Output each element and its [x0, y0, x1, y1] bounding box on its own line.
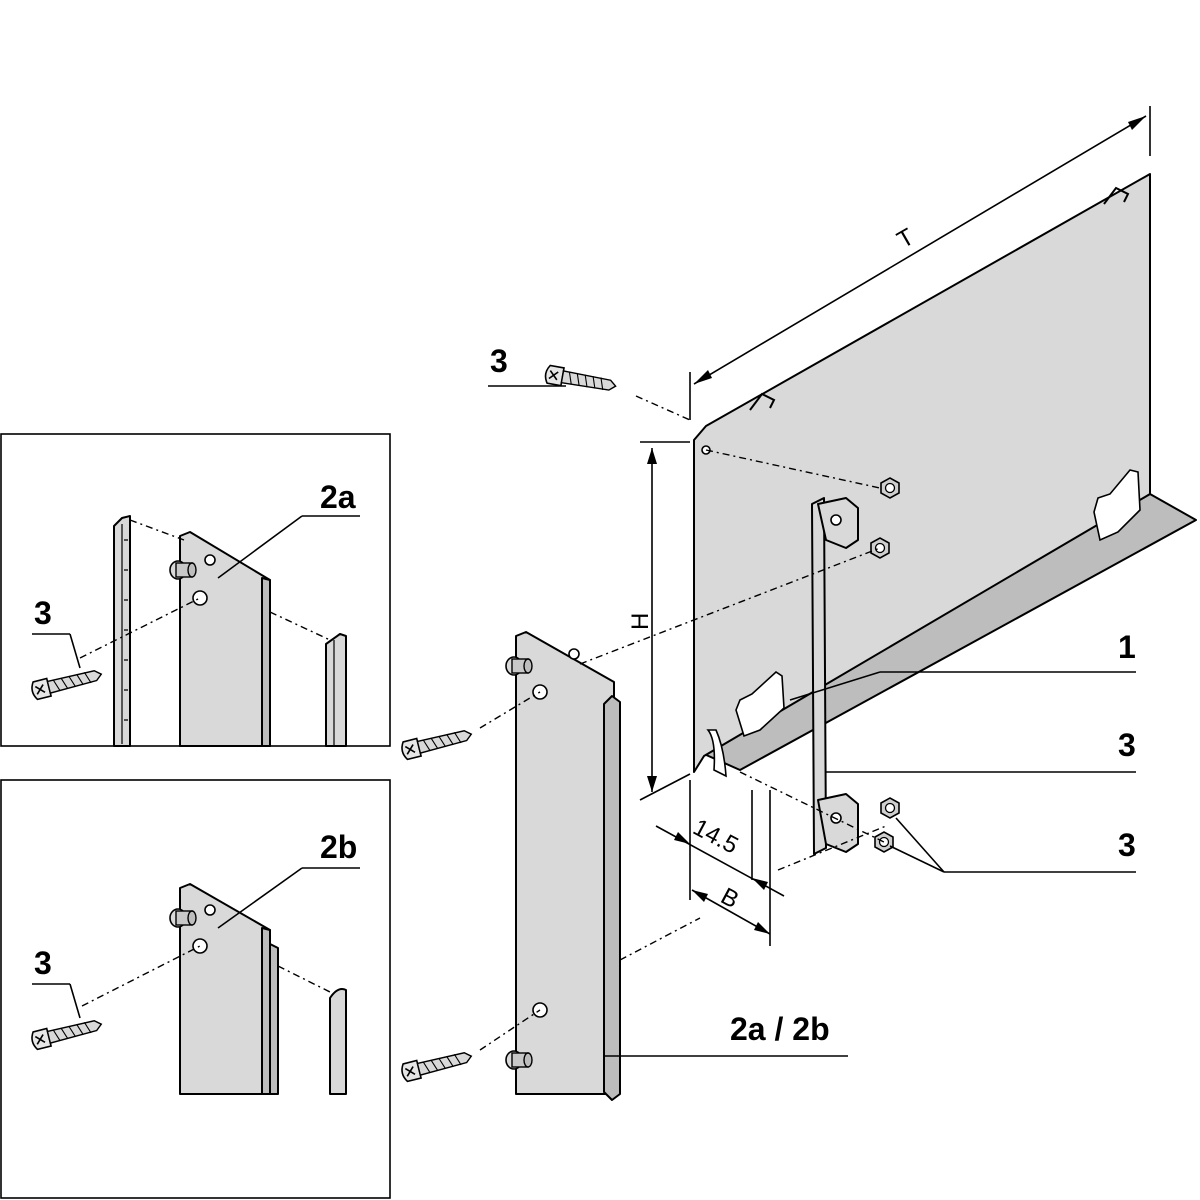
- side-plate-face: [693, 173, 1151, 773]
- inset-b-part-label: 2b: [320, 829, 357, 865]
- inset-a-part-label: 2a: [320, 479, 356, 515]
- inset-2b: 2b 3: [0, 779, 391, 1199]
- profile-bar: [329, 988, 347, 1095]
- callouts: 3 1 3 3 2a / 2b: [488, 343, 1136, 1057]
- dim-B-label: B: [716, 883, 743, 914]
- dim-T-label: T: [893, 223, 919, 254]
- part-1-label: 1: [1118, 629, 1136, 665]
- inset-2a: 2a 3: [0, 433, 391, 747]
- screw-top-label: 3: [490, 343, 508, 379]
- hinge-strip-right: [325, 633, 347, 747]
- front-panel-plate: [515, 631, 615, 1095]
- side-plate-1: [693, 173, 1197, 778]
- notch-front: [735, 670, 785, 738]
- notch-rear: [1093, 469, 1141, 542]
- dim-14-5-label: 14.5: [689, 814, 743, 860]
- dim-H-label: H: [627, 613, 654, 630]
- front-panel-profile: [603, 695, 621, 1101]
- nuts-lower-label: 3: [1118, 827, 1136, 863]
- inset-a-screw-label: 3: [34, 595, 52, 631]
- nuts-upper-label: 3: [1118, 727, 1136, 763]
- front-panel: [505, 631, 621, 1101]
- guide-rail: [811, 497, 859, 855]
- inset-b-screw-label: 3: [34, 945, 52, 981]
- front-panel-label: 2a / 2b: [730, 1011, 830, 1047]
